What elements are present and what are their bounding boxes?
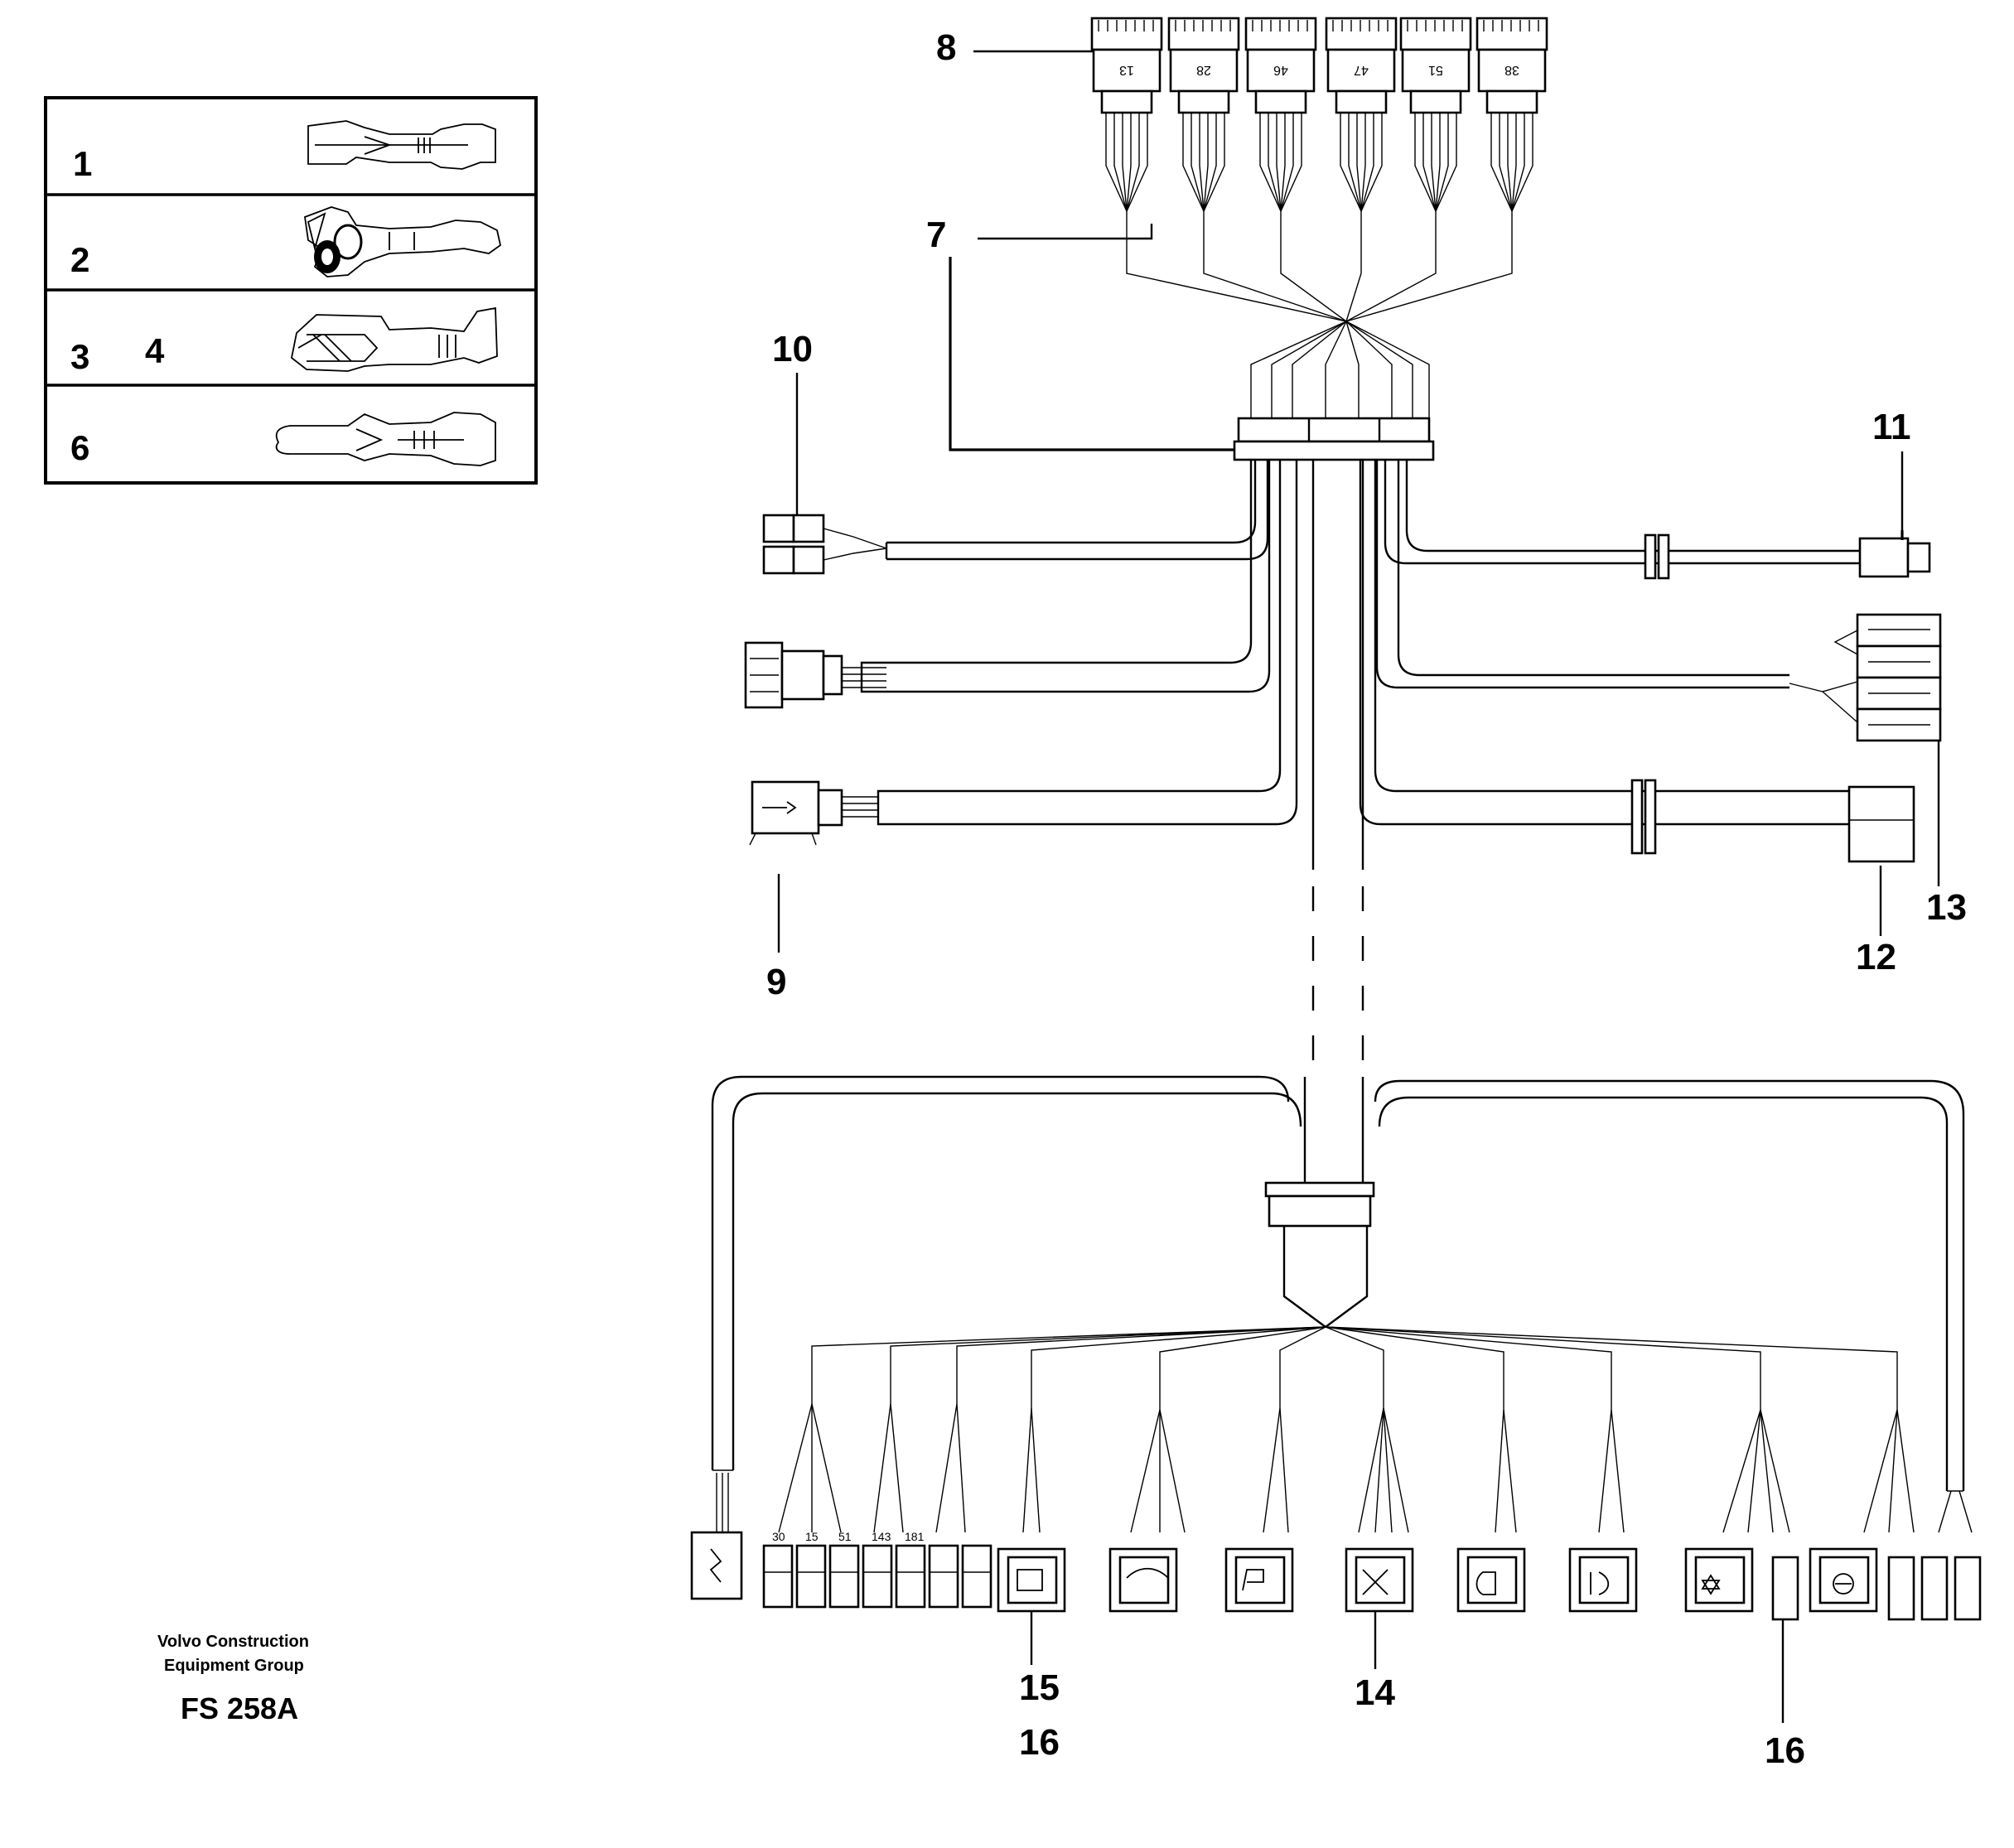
terminal-round-pin-icon <box>275 412 496 466</box>
callout-7: 7 <box>926 215 946 255</box>
grommet-11 <box>1644 533 1670 580</box>
legend-row-3-number: 3 <box>70 337 89 376</box>
top-connector-label: 38 <box>1504 63 1519 77</box>
top-wire-fan <box>1105 113 1533 418</box>
callout-labels: 8 7 10 11 9 12 13 14 15 16 16 <box>766 27 1967 1771</box>
bottom-narrow-terminal <box>1887 1556 1915 1621</box>
terminal-socket-sleeve-icon <box>291 306 498 372</box>
callout-16-right: 16 <box>1765 1730 1805 1771</box>
bottom-single-terminal: 30 <box>762 1530 794 1609</box>
bottom-connector-left-socket <box>690 1531 743 1600</box>
top-connector-label: 46 <box>1273 63 1288 77</box>
bottom-single-terminal: 143 <box>862 1530 893 1609</box>
lower-harness-clamp <box>1264 1181 1375 1228</box>
bottom-narrow-terminal <box>1920 1556 1949 1621</box>
callout-10: 10 <box>772 329 813 369</box>
switch-connector-14-fan <box>1345 1547 1414 1613</box>
grommet-12 <box>1630 779 1657 855</box>
callout-11: 11 <box>1872 407 1911 447</box>
connector-10-double-plug <box>762 514 887 575</box>
callout-12: 12 <box>1856 937 1896 977</box>
connector-9-plug <box>749 780 843 846</box>
switch-connector-pump <box>1224 1547 1294 1613</box>
bottom-single-terminal <box>961 1544 993 1609</box>
leader-lines <box>777 50 1940 1723</box>
top-connector-group: 13 28 46 47 51 38 <box>1090 17 1548 114</box>
top-connector-51: 51 <box>1399 17 1472 114</box>
connector-13-terminal-block <box>1789 613 1942 742</box>
top-connector-label: 47 <box>1354 63 1369 77</box>
top-connector-label: 28 <box>1196 63 1211 77</box>
switch-connector-sun <box>1684 1547 1754 1613</box>
top-connector-28: 28 <box>1167 17 1240 114</box>
bottom-connector-row: 30 15 51 143 181 <box>690 1530 1982 1621</box>
switch-connector-lamp <box>1568 1547 1638 1613</box>
publisher-caption: Volvo Construction Equipment Group FS 25… <box>157 1633 309 1725</box>
connector-11-plug <box>1858 530 1931 578</box>
bottom-single-terminal: 15 <box>795 1530 827 1609</box>
legend-row-4-number: 6 <box>70 428 89 467</box>
caption-code: FS 258A <box>181 1691 298 1725</box>
callout-13: 13 <box>1926 887 1967 928</box>
bottom-pin-label: 15 <box>805 1530 819 1543</box>
callout-16-left: 16 <box>1019 1722 1060 1763</box>
main-harness-trunk <box>842 460 1860 1183</box>
bottom-single-terminal <box>928 1544 959 1609</box>
top-connector-47: 47 <box>1325 17 1398 114</box>
top-connector-46: 46 <box>1244 17 1317 114</box>
callout-8: 8 <box>936 27 956 68</box>
switch-connector-wiper <box>1108 1547 1178 1613</box>
terminal-socket-double-barrel-icon <box>304 206 502 277</box>
switch-connector-15 <box>997 1547 1066 1613</box>
switch-connector-light <box>1456 1547 1526 1613</box>
connector-left-middle-plug <box>744 641 843 709</box>
bottom-single-terminal: 51 <box>828 1530 860 1609</box>
switch-connector-circle <box>1809 1547 1878 1613</box>
caption-line-2: Equipment Group <box>164 1657 304 1675</box>
top-connector-13: 13 <box>1090 17 1163 114</box>
connector-12-plug <box>1847 785 1915 863</box>
bottom-single-terminal: 181 <box>895 1530 926 1609</box>
callout-9: 9 <box>766 962 786 1002</box>
upper-harness-clamp <box>1233 417 1435 461</box>
callout-14: 14 <box>1355 1672 1395 1713</box>
top-connector-label: 13 <box>1119 63 1134 77</box>
legend-row-1-number: 1 <box>73 144 92 183</box>
bottom-pin-label: 30 <box>772 1530 785 1543</box>
legend-row-3-number-b: 4 <box>145 331 165 370</box>
terminal-legend-table: 1 2 3 4 6 <box>44 96 538 485</box>
bottom-narrow-terminal <box>1954 1556 1982 1621</box>
caption-line-1: Volvo Construction <box>157 1633 309 1651</box>
top-connector-label: 51 <box>1428 63 1443 77</box>
top-connector-38: 38 <box>1475 17 1548 114</box>
bottom-pin-label: 181 <box>905 1530 925 1543</box>
bottom-pin-label: 51 <box>838 1530 852 1543</box>
terminal-flat-pin-icon <box>307 120 496 170</box>
callout-15: 15 <box>1019 1667 1060 1708</box>
bottom-pin-label: 143 <box>872 1530 891 1543</box>
bottom-wire-fan <box>711 1075 1973 1533</box>
legend-row-2-number: 2 <box>70 240 89 279</box>
bottom-narrow-terminal <box>1771 1556 1799 1621</box>
